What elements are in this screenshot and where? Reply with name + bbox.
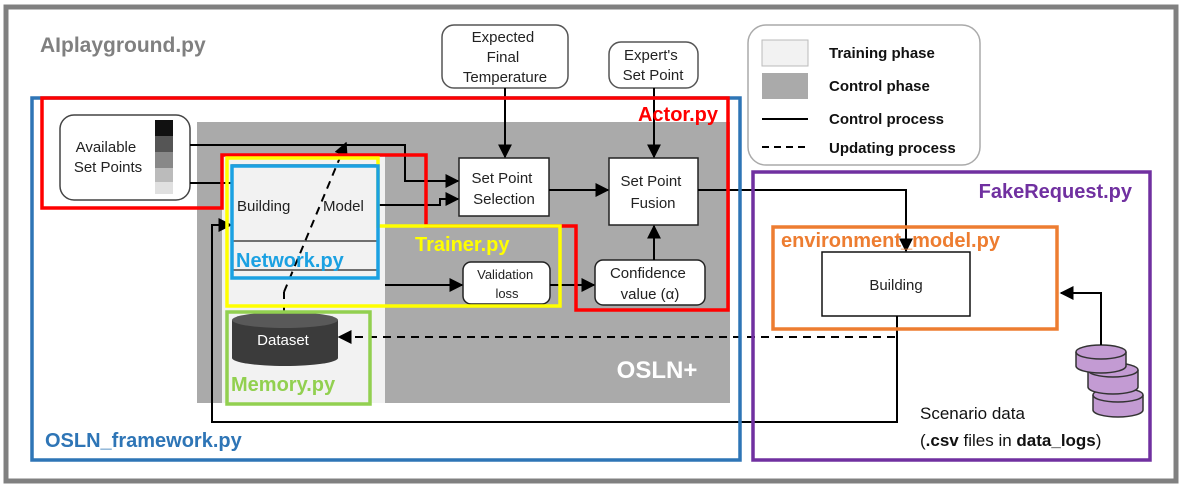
validation-loss-block: Validation loss: [462, 261, 551, 305]
network-label: Network.py: [236, 250, 345, 272]
svg-text:Building: Building: [237, 198, 290, 215]
memory-label: Memory.py: [231, 374, 336, 396]
scenario-line2: (.csv files in data_logs): [920, 431, 1101, 450]
building-block: Building: [821, 251, 971, 317]
oslnplus-label: OSLN+: [617, 357, 698, 384]
expert-line2: Set Point: [623, 67, 685, 84]
expected-temp-line2: Final: [487, 49, 520, 66]
legend: Training phase Control phase Control pro…: [747, 24, 981, 166]
svg-text:Building: Building: [869, 277, 922, 294]
svg-text:Model: Model: [323, 198, 364, 215]
network-box: [230, 164, 380, 280]
svg-text:Validation loss: Validation loss: [477, 267, 537, 301]
svg-text:Confidence value (α): Confidence value (α): [610, 265, 690, 303]
fake-request-box: [751, 170, 1152, 462]
connectors: [190, 88, 1102, 423]
svg-text:Available Set Points: Available Set Points: [74, 139, 142, 176]
scenario-data-cylinders: [1075, 344, 1144, 418]
expert-set-point-input: Expert's Set Point: [608, 41, 699, 89]
svg-text:Expert's Set Point: Expert's Set Point: [623, 47, 685, 84]
confidence-value-block: Confidence value (α): [594, 259, 706, 306]
legend-control-label: Control phase: [829, 78, 930, 95]
legend-training-label: Training phase: [829, 45, 935, 62]
fake-request-label: FakeRequest.py: [979, 181, 1133, 203]
trainer-box: [225, 156, 562, 308]
legend-control-process-label: Control process: [829, 111, 944, 128]
svg-text:Dataset: Dataset: [257, 332, 310, 349]
legend-updating-process-label: Updating process: [829, 140, 956, 157]
dataset-cylinder: Dataset: [232, 312, 338, 366]
aiplayground-title: AIplayground.py: [40, 34, 206, 57]
trainer-label: Trainer.py: [415, 234, 510, 256]
memory-box: [225, 310, 372, 406]
updating-connectors: [283, 141, 895, 344]
svg-text:Set Point Selection: Set Point Selection: [471, 170, 536, 208]
expected-temp-line1: Expected: [472, 29, 535, 46]
svg-text:Expected Final Tem: Expected Final Temperature: [463, 29, 547, 86]
expert-line1: Expert's: [624, 47, 678, 64]
set-point-fusion-block: Set Point Fusion: [608, 157, 699, 226]
set-point-selection-block: Set Point Selection: [458, 157, 550, 217]
legend-control-swatch: [762, 73, 808, 99]
available-set-points-block: Available Set Points: [59, 114, 191, 201]
environment-model-label: environment_model.py: [781, 230, 1001, 252]
scenario-line1: Scenario data: [920, 404, 1025, 423]
expected-temperature-input: Expected Final Temperature: [441, 24, 569, 89]
osln-framework-label: OSLN_framework.py: [45, 430, 243, 452]
environment-model-box: [771, 225, 1059, 331]
legend-training-swatch: [761, 39, 809, 67]
actor-label: Actor.py: [638, 104, 719, 126]
expected-temp-line3: Temperature: [463, 69, 547, 86]
svg-text:Set Point Fusion: Set Point Fusion: [620, 173, 685, 212]
